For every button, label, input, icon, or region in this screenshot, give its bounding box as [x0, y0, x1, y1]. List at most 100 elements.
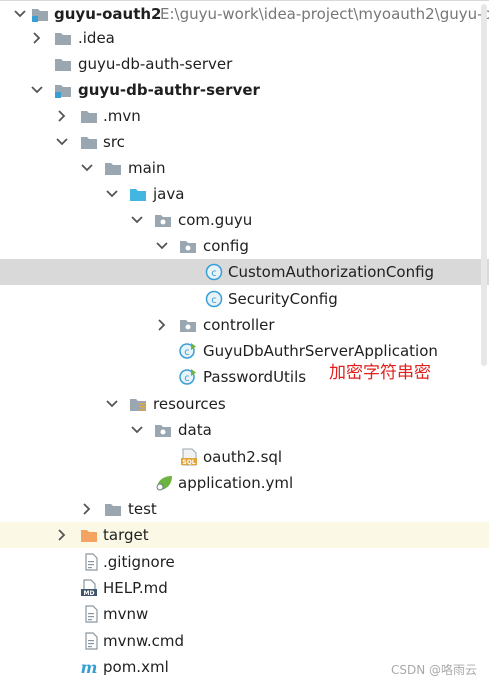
module-folder-icon	[55, 85, 71, 98]
spring-config-icon	[156, 476, 172, 491]
tree-row-config[interactable]: config	[0, 233, 489, 259]
java-class-icon: c	[205, 263, 223, 281]
tree-row-java[interactable]: java	[0, 181, 489, 207]
tree-row-application-yml[interactable]: application.yml	[0, 470, 489, 496]
source-folder-icon	[130, 189, 146, 201]
maven-pom-icon: m	[81, 658, 98, 676]
chevron-right-icon[interactable]	[155, 318, 169, 332]
tree-label: .gitignore	[103, 553, 175, 571]
tree-label: guyu-db-authr-server	[78, 81, 260, 99]
tree-row-test[interactable]: test	[0, 496, 489, 522]
tree-row-guyu-db-authr-server-application[interactable]: c GuyuDbAuthrServerApplication	[0, 338, 489, 364]
chevron-down-icon[interactable]	[105, 187, 119, 201]
tree-label: pom.xml	[103, 658, 169, 676]
tree-row-main[interactable]: main	[0, 155, 489, 181]
svg-text:c: c	[184, 373, 190, 384]
tree-label: main	[128, 159, 166, 177]
tree-row-src[interactable]: src	[0, 129, 489, 155]
tree-label: PasswordUtils	[203, 368, 307, 386]
sql-file-icon: SQL	[181, 448, 197, 466]
tree-row-oauth2-sql[interactable]: SQL oauth2.sql	[0, 444, 489, 470]
tree-row-idea[interactable]: .idea	[0, 25, 489, 51]
chevron-down-icon[interactable]	[13, 7, 27, 21]
tree-row-mvnw-cmd[interactable]: mvnw.cmd	[0, 628, 489, 654]
tree-row-guyu-oauth2[interactable]: guyu-oauth2 E:\guyu-work\idea-project\my…	[0, 1, 489, 27]
tree-label: mvnw.cmd	[103, 632, 185, 650]
tree-label: guyu-oauth2	[54, 5, 162, 23]
package-icon	[155, 215, 171, 227]
chevron-right-icon[interactable]	[55, 109, 69, 123]
tree-row-security-config[interactable]: c SecurityConfig	[0, 286, 489, 312]
tree-label: mvnw	[103, 605, 149, 623]
chevron-down-icon[interactable]	[130, 423, 144, 437]
tree-label: CustomAuthorizationConfig	[228, 263, 435, 281]
tree-row-password-utils[interactable]: c PasswordUtils	[0, 364, 489, 390]
chevron-down-icon[interactable]	[80, 161, 94, 175]
folder-icon	[55, 59, 71, 71]
tree-row-com-guyu[interactable]: com.guyu	[0, 207, 489, 233]
folder-icon	[105, 163, 121, 175]
tree-row-target[interactable]: target	[0, 522, 489, 548]
tree-row-controller[interactable]: controller	[0, 312, 489, 338]
svg-text:c: c	[211, 295, 217, 306]
tree-row-mvnw[interactable]: mvnw	[0, 601, 489, 627]
svg-text:MD: MD	[84, 590, 95, 597]
chevron-down-icon[interactable]	[155, 239, 169, 253]
package-icon	[180, 241, 196, 253]
vertical-scrollbar[interactable]	[481, 4, 487, 366]
tree-row-custom-authorization-config[interactable]: c CustomAuthorizationConfig	[0, 259, 489, 285]
runnable-class-icon: c	[179, 343, 196, 359]
tree-label: resources	[153, 395, 226, 413]
tree-row-gitignore[interactable]: .gitignore	[0, 549, 489, 575]
tree-label: guyu-db-auth-server	[78, 55, 233, 73]
chevron-down-icon[interactable]	[30, 83, 44, 97]
chevron-right-icon[interactable]	[30, 31, 44, 45]
text-file-icon	[85, 553, 98, 571]
markdown-file-icon: MD	[81, 579, 97, 597]
tree-label: GuyuDbAuthrServerApplication	[203, 342, 438, 360]
tree-label: .idea	[78, 29, 115, 47]
tree-row-mvn[interactable]: .mvn	[0, 103, 489, 129]
resources-folder-icon	[130, 399, 146, 411]
svg-text:c: c	[184, 347, 190, 358]
tree-row-guyu-db-authr-server[interactable]: guyu-db-authr-server	[0, 77, 489, 103]
text-file-icon	[85, 605, 98, 623]
chevron-down-icon[interactable]	[105, 397, 119, 411]
tree-label: data	[178, 421, 212, 439]
module-folder-icon	[32, 9, 48, 22]
java-class-icon: c	[205, 290, 223, 308]
tree-label: oauth2.sql	[203, 448, 283, 466]
chevron-down-icon[interactable]	[55, 135, 69, 149]
chevron-right-icon[interactable]	[55, 528, 69, 542]
folder-icon	[81, 137, 97, 149]
package-icon	[180, 320, 196, 332]
tree-label: test	[128, 500, 157, 518]
watermark: CSDN @咯雨云	[390, 663, 477, 677]
tree-row-guyu-db-auth-server[interactable]: guyu-db-auth-server	[0, 51, 489, 77]
svg-text:SQL: SQL	[182, 459, 195, 466]
chevron-down-icon[interactable]	[130, 213, 144, 227]
excluded-folder-icon	[81, 530, 97, 542]
tree-row-help-md[interactable]: MD HELP.md	[0, 575, 489, 601]
tree-row-data[interactable]: data	[0, 417, 489, 443]
tree-label: .mvn	[103, 107, 141, 125]
tree-label: com.guyu	[178, 211, 253, 229]
chevron-right-icon[interactable]	[80, 502, 94, 516]
tree-label: src	[103, 133, 125, 151]
tree-label: java	[153, 185, 185, 203]
tree-row-resources[interactable]: resources	[0, 391, 489, 417]
runnable-class-icon: c	[179, 369, 196, 385]
svg-text:m: m	[81, 658, 98, 676]
folder-icon	[105, 504, 121, 516]
tree-label: application.yml	[178, 474, 294, 492]
tree-label: target	[103, 526, 149, 544]
svg-text:c: c	[211, 268, 217, 279]
tree-label: controller	[203, 316, 275, 334]
tree-label: SecurityConfig	[228, 290, 338, 308]
folder-icon	[55, 33, 71, 45]
tree-label: HELP.md	[103, 579, 168, 597]
tree-label: config	[203, 237, 249, 255]
tree-row-pom-xml[interactable]: m pom.xml	[0, 654, 489, 680]
project-path: E:\guyu-work\idea-project\myoauth2\guyu-…	[160, 5, 489, 23]
